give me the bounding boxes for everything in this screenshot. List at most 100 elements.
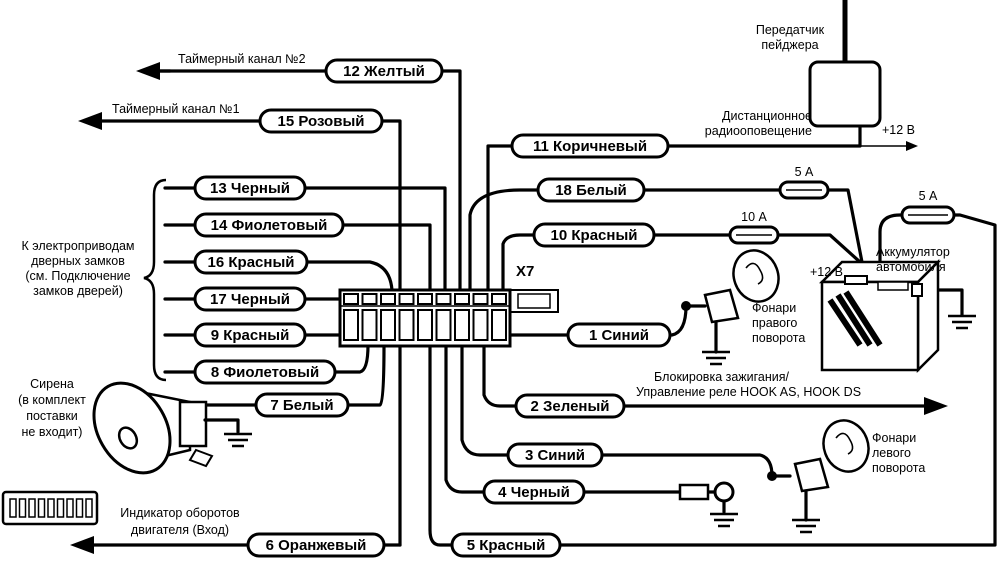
wire-labels: 12 Желтый 15 Розовый 11 Коричневый 18 Бе… xyxy=(193,58,672,558)
connector-x7: X7 xyxy=(338,263,559,348)
svg-text:11 Коричневый: 11 Коричневый xyxy=(533,138,647,155)
label-15: 15 Розовый xyxy=(258,108,384,134)
svg-text:12 Желтый: 12 Желтый xyxy=(343,63,425,80)
wire-8 xyxy=(163,343,370,374)
ignition-note-1: Блокировка зажигания/ xyxy=(654,370,790,384)
right-turn-lamp: Фонари правого поворота xyxy=(681,249,805,366)
svg-text:13 Черный: 13 Черный xyxy=(210,180,290,197)
arrow-15 xyxy=(78,112,102,130)
connector-pin xyxy=(472,309,489,341)
label-10: 10 Красный xyxy=(532,222,656,248)
connector-pin xyxy=(472,293,489,305)
svg-text:двигателя (Вход): двигателя (Вход) xyxy=(131,523,229,537)
connector-label: X7 xyxy=(516,263,534,280)
label-9: 9 Красный xyxy=(193,322,307,348)
tacho-segment xyxy=(18,498,27,518)
svg-text:5 А: 5 А xyxy=(919,189,938,203)
fuses: 5 А 10 А 5 А xyxy=(728,165,956,245)
tacho-segment xyxy=(9,498,17,518)
svg-text:3 Синий: 3 Синий xyxy=(525,447,585,464)
svg-text:7 Белый: 7 Белый xyxy=(270,397,333,414)
connector-pin xyxy=(435,293,452,305)
wire-3 xyxy=(460,343,792,478)
door-lock-brace: К электроприводам дверных замков (см. По… xyxy=(21,178,167,382)
svg-text:16 Красный: 16 Красный xyxy=(208,254,295,271)
svg-text:замков дверей): замков дверей) xyxy=(33,284,123,298)
connector-pin xyxy=(343,309,359,341)
connector-pin xyxy=(417,309,433,341)
connector-pin xyxy=(417,293,433,305)
left-turn-lamp: Фонари левого поворота xyxy=(767,419,925,534)
svg-text:1 Синий: 1 Синий xyxy=(589,327,649,344)
siren: Сирена (в комплект поставки не входит) xyxy=(18,377,252,475)
svg-text:Передатчик: Передатчик xyxy=(756,23,825,37)
label-12: 12 Желтый xyxy=(324,58,444,84)
connector-pin xyxy=(380,293,396,305)
timer2-note: Таймерный канал №2 xyxy=(178,52,306,66)
wire-15 xyxy=(90,119,402,547)
wire-7 xyxy=(203,343,386,407)
battery-ground xyxy=(948,314,976,330)
svg-text:левого: левого xyxy=(872,446,911,460)
connector-pin xyxy=(361,309,378,341)
svg-text:поставки: поставки xyxy=(26,409,78,423)
wire-10 xyxy=(501,233,862,312)
svg-text:15 Розовый: 15 Розовый xyxy=(278,113,365,130)
svg-text:пейджера: пейджера xyxy=(761,38,818,52)
fuse-10a: 10 А xyxy=(728,210,780,245)
label-11: 11 Коричневый xyxy=(510,133,670,159)
tacho-segment xyxy=(56,498,65,518)
svg-text:поворота: поворота xyxy=(752,331,805,345)
wire-18 xyxy=(468,188,864,312)
svg-text:4 Черный: 4 Черный xyxy=(498,484,570,501)
fuse-5a-top: 5 А xyxy=(778,165,830,200)
svg-text:18 Белый: 18 Белый xyxy=(555,182,627,199)
label-6: 6 Оранжевый xyxy=(246,532,386,558)
svg-text:автомобиля: автомобиля xyxy=(876,260,946,274)
svg-text:8 Фиолетовый: 8 Фиолетовый xyxy=(211,364,319,381)
connector-pin xyxy=(361,293,378,305)
tacho-segment xyxy=(66,498,74,518)
svg-text:5 Красный: 5 Красный xyxy=(467,537,546,554)
svg-text:Фонари: Фонари xyxy=(752,301,796,315)
connector-pin xyxy=(343,293,359,305)
svg-text:правого: правого xyxy=(752,316,797,330)
label-3: 3 Синий xyxy=(506,442,604,468)
arrow-6 xyxy=(70,536,94,554)
svg-text:10 А: 10 А xyxy=(741,210,767,224)
svg-text:+12 В: +12 В xyxy=(882,123,915,137)
svg-text:9 Красный: 9 Красный xyxy=(211,327,290,344)
svg-text:радиооповещение: радиооповещение xyxy=(705,124,812,138)
label-1: 1 Синий xyxy=(566,322,672,348)
svg-text:К электроприводам: К электроприводам xyxy=(21,239,134,253)
svg-text:дверных замков: дверных замков xyxy=(31,254,125,268)
battery: +12 В Аккумулятор автомобиля xyxy=(810,245,950,374)
svg-text:не входит): не входит) xyxy=(22,425,83,439)
ground-terminal xyxy=(678,481,738,528)
arrow-2 xyxy=(924,397,948,415)
label-2: 2 Зеленый xyxy=(514,393,626,419)
label-13: 13 Черный xyxy=(193,175,307,201)
label-7: 7 Белый xyxy=(254,392,350,418)
svg-text:+12 В: +12 В xyxy=(810,265,843,279)
tacho-segment xyxy=(85,498,93,518)
wires xyxy=(70,62,997,554)
tacho-segment xyxy=(75,498,84,518)
svg-text:(см. Подключение: (см. Подключение xyxy=(25,269,130,283)
label-4: 4 Черный xyxy=(482,479,586,505)
wire-5 xyxy=(428,213,997,547)
svg-text:Аккумулятор: Аккумулятор xyxy=(876,245,950,259)
svg-text:6 Оранжевый: 6 Оранжевый xyxy=(266,537,367,554)
svg-text:поворота: поворота xyxy=(872,461,925,475)
tacho-segment xyxy=(28,498,36,518)
ignition-note-2: Управление реле HOOK AS, HOOK DS xyxy=(636,385,861,399)
label-17: 17 Черный xyxy=(193,286,307,312)
timer1-note: Таймерный канал №1 xyxy=(112,102,240,116)
svg-text:Дистанционное: Дистанционное xyxy=(722,109,812,123)
fuse-5a-right: 5 А xyxy=(900,189,956,225)
connector-pin xyxy=(491,293,507,305)
wire-2 xyxy=(482,343,932,408)
connector-pin xyxy=(380,309,396,341)
